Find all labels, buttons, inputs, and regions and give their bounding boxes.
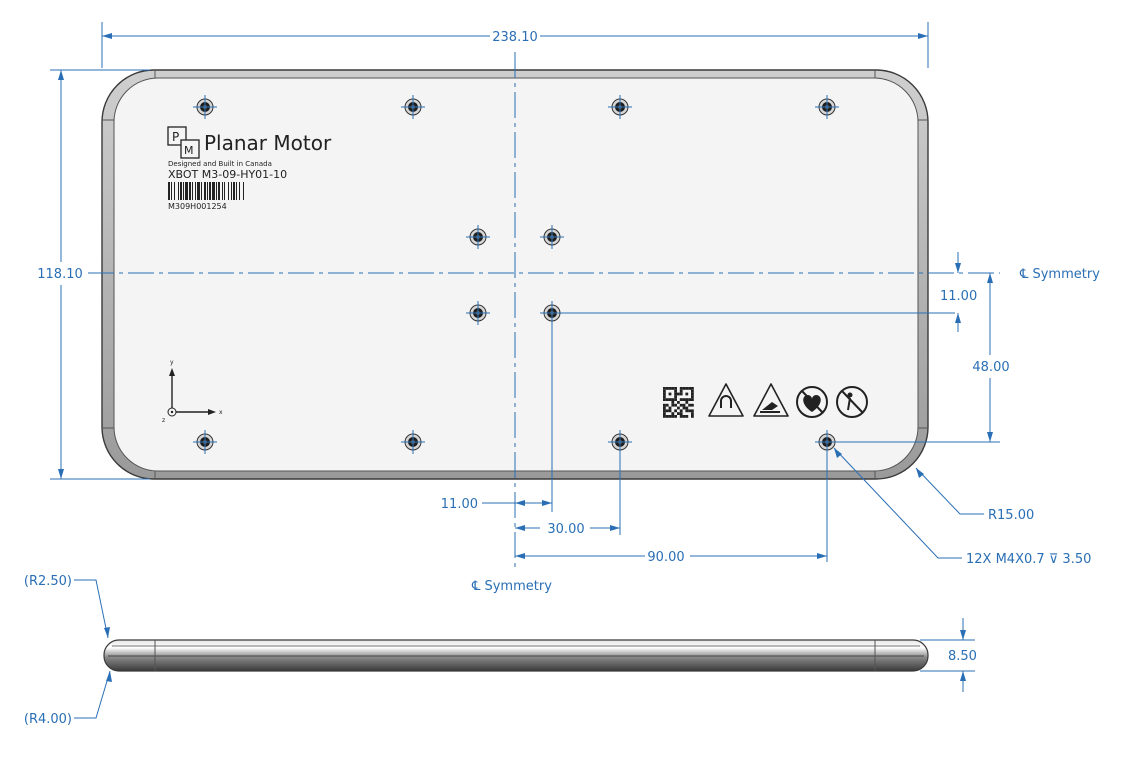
dim-hole-offset-bottom: 11.00 [441,497,478,512]
mounting-hole [608,95,632,119]
safety-icons [663,383,868,418]
svg-text:M: M [184,144,194,157]
centerlines [88,52,1000,572]
callout-side-radius-bottom: (R4.00) [24,670,112,727]
dim-side-radius-top: (R2.50) [24,574,72,589]
brand-name: Planar Motor [204,131,332,155]
dim-side-radius-bottom: (R4.00) [24,712,72,727]
dim-hole-pitch-30: 30.00 [547,522,584,537]
symmetry-horizontal: ℄ Symmetry [1019,267,1100,282]
symmetry-label-vertical: ℄ Symmetry [471,579,552,594]
dimension-118: 118.10 [37,69,150,480]
axis-z-label: z [162,417,165,424]
dim-hole-pitch-90: 90.00 [647,550,684,565]
dim-thickness: 8.50 [948,649,977,664]
dimension-48: 48.00 [828,273,1010,443]
hand-crush-warning-icon [753,383,789,417]
dimension-238: 238.10 [101,22,929,68]
dimension-thickness: 8.50 [920,618,977,692]
callout-corner-radius: R15.00 [915,467,1034,523]
plate-label: P M Planar Motor Designed and Built in C… [167,126,332,211]
model-number: XBOT M3-09-HY01-10 [168,168,287,181]
dimension-11-right: 11.00 [557,252,977,332]
dim-corner-radius: R15.00 [988,508,1034,523]
mounting-hole [466,225,490,249]
dim-overall-height: 118.10 [37,267,83,282]
mounting-hole [815,95,839,119]
mounting-hole [466,301,490,325]
tagline: Designed and Built in Canada [168,160,272,168]
no-pacemaker-icon [796,386,828,418]
mounting-hole [193,430,217,454]
callout-hole-thread: 12X M4X0.7 ⊽ 3.50 [833,447,1091,567]
callout-side-radius-top: (R2.50) [24,574,110,639]
mounting-hole [401,95,425,119]
axis-triad: y x z [162,359,223,424]
symmetry-label-horizontal: ℄ Symmetry [1019,267,1100,282]
axis-x-label: x [219,409,223,416]
mounting-hole [608,430,632,454]
dim-hole-offset-right: 11.00 [940,289,977,304]
plate-side-view [103,639,929,672]
mounting-hole [401,430,425,454]
dim-hole-pitch-vertical: 48.00 [972,360,1009,375]
qr-code-icon [663,387,694,418]
dimension-11-bottom: 11.00 [441,320,553,512]
mounting-hole [193,95,217,119]
magnetic-field-warning-icon [708,383,744,417]
axis-y-label: y [170,359,174,366]
planar-motor-logo: P M [167,126,200,159]
dimension-90: 90.00 [515,450,828,565]
dim-hole-callout: 12X M4X0.7 ⊽ 3.50 [966,552,1091,567]
dimension-30: 30.00 [515,450,621,537]
svg-text:P: P [172,130,179,144]
serial-number: M309H001254 [168,202,227,211]
mounting-hole [540,225,564,249]
symmetry-vertical: ℄ Symmetry [471,579,552,594]
barcode [168,182,244,200]
no-metal-implant-icon [836,386,868,418]
dim-overall-width: 238.10 [492,30,538,45]
